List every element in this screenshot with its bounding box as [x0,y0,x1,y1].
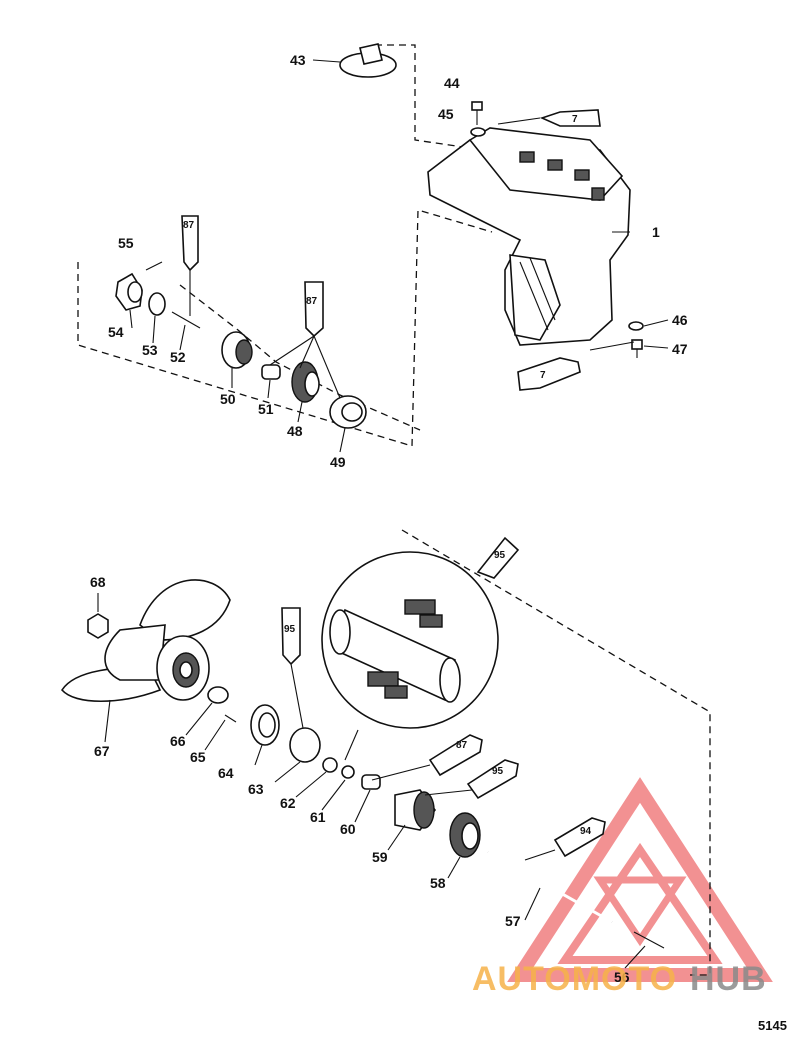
watermark-text: AUTOMOTO HUB [472,960,767,998]
retainer-64 [250,704,280,746]
svg-text:87: 87 [306,296,318,307]
figure-number: 5145 [758,1018,787,1033]
lube-tube: 95 [466,759,519,800]
lube-tube: 87 [304,281,324,338]
callout-64: 64 [218,765,234,781]
callout-50: 50 [220,391,236,407]
svg-text:7: 7 [540,370,546,381]
callout-63: 63 [248,781,264,797]
forward-gear-58 [449,812,481,858]
callout-58: 58 [430,875,446,891]
detail-inset-circle [321,551,499,729]
callout-61: 61 [310,809,326,825]
watermark-logo [507,777,773,982]
callout-leaders [97,59,669,969]
pinion-gear-48 [291,361,320,403]
bearing-carrier-59 [394,789,436,831]
lube-tube: 87 [181,215,199,272]
callout-66: 66 [170,733,186,749]
callout-49: 49 [330,454,346,470]
shaft-56 [633,931,665,949]
ring-53 [148,292,166,316]
screw-47 [631,339,643,358]
lube-tube: 94 [553,817,606,858]
propeller-shaft-57 [487,850,613,924]
tube-leaders [189,117,635,861]
callout-57: 57 [505,913,521,929]
svg-text:95: 95 [284,624,296,635]
lube-tube: 7 [539,109,601,127]
svg-text:AUTOMOTO: AUTOMOTO [472,960,677,998]
callout-1: 1 [652,224,660,240]
svg-text:HUB: HUB [690,960,767,998]
callout-labels: 1 43 44 45 46 47 48 49 50 51 52 53 54 55… [90,52,688,985]
callout-68: 68 [90,574,106,590]
callout-44: 44 [444,75,460,91]
callout-56: 56 [614,969,630,985]
gear-housing [427,127,631,346]
callout-47: 47 [672,341,688,357]
svg-text:95: 95 [494,550,506,561]
bushing-51 [261,364,281,380]
callout-51: 51 [258,401,274,417]
svg-text:94: 94 [580,826,592,837]
bolt-44 [471,101,483,125]
washer-66 [207,686,229,704]
washer-46 [628,321,644,331]
washer-62 [322,757,338,773]
bearing-cup-49 [329,395,367,429]
pin-52 [171,311,201,329]
callout-55: 55 [118,235,134,251]
lube-tube: 87 [428,734,483,777]
callout-54: 54 [108,324,124,340]
o-ring-63 [289,727,321,763]
callout-45: 45 [438,106,454,122]
callout-48: 48 [287,423,303,439]
lube-tube: 95 [476,536,520,579]
svg-text:87: 87 [183,220,195,231]
pin-55 [145,261,163,271]
callout-52: 52 [170,349,186,365]
lube-tube: 7 [517,357,581,391]
svg-text:87: 87 [456,740,468,751]
bearing-50 [221,331,253,369]
callout-60: 60 [340,821,356,837]
pin-65 [224,714,237,723]
washer-45 [470,127,486,137]
callout-67: 67 [94,743,110,759]
callout-43: 43 [290,52,306,68]
svg-text:7: 7 [572,114,578,125]
callout-59: 59 [372,849,388,865]
washer-61 [341,765,355,779]
callout-62: 62 [280,795,296,811]
anode-plate [339,43,397,78]
callout-46: 46 [672,312,688,328]
callout-53: 53 [142,342,158,358]
lube-tube: 95 [281,607,301,666]
bushing-60 [361,774,381,790]
propeller [60,579,231,702]
nut-68 [87,613,109,639]
callout-65: 65 [190,749,206,765]
svg-text:95: 95 [492,766,504,777]
assembly-dashed-lines [77,44,711,976]
pinion-nut-54 [115,272,143,311]
